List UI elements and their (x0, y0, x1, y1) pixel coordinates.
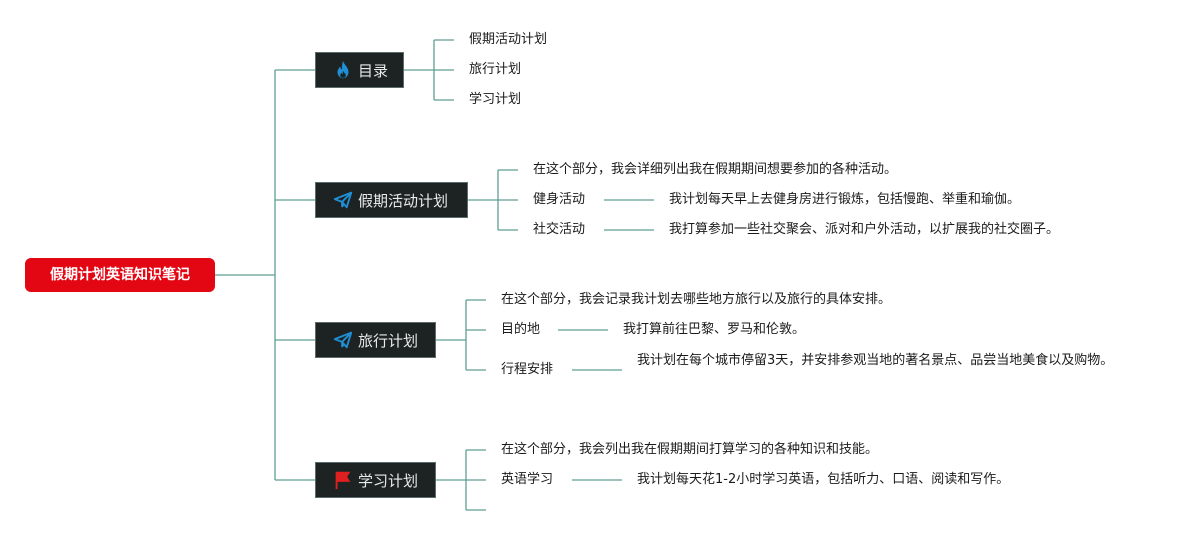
paper-plane-icon (332, 189, 354, 211)
topic-travel-plan[interactable]: 旅行计划 (315, 322, 436, 358)
topic-table-of-contents[interactable]: 目录 (315, 52, 404, 88)
toc-item-study-plan[interactable]: 学习计划 (469, 92, 522, 107)
toc-item-holiday-activities[interactable]: 假期活动计划 (469, 32, 548, 47)
toc-item-travel-plan[interactable]: 旅行计划 (469, 62, 522, 77)
topic-label: 目录 (358, 61, 389, 80)
subtopic-fitness[interactable]: 健身活动 (533, 192, 586, 207)
subtopic-social[interactable]: 社交活动 (533, 222, 586, 237)
flame-icon (332, 59, 354, 81)
topic-label: 假期活动计划 (358, 191, 449, 210)
destination-detail[interactable]: 我打算前往巴黎、罗马和伦敦。 (623, 322, 806, 337)
subtopic-itinerary[interactable]: 行程安排 (501, 362, 554, 377)
subtopic-destination[interactable]: 目的地 (501, 322, 541, 337)
holiday-activities-intro[interactable]: 在这个部分，我会详细列出我在假期期间想要参加的各种活动。 (533, 162, 898, 177)
study-plan-intro[interactable]: 在这个部分，我会列出我在假期期间打算学习的各种知识和技能。 (501, 442, 879, 457)
root-topic[interactable]: 假期计划英语知识笔记 (25, 258, 215, 292)
topic-holiday-activities[interactable]: 假期活动计划 (315, 182, 468, 218)
subtopic-english-study[interactable]: 英语学习 (501, 472, 554, 487)
paper-plane-icon (332, 329, 354, 351)
topic-label: 学习计划 (358, 471, 419, 490)
english-study-detail[interactable]: 我计划每天花1-2小时学习英语，包括听力、口语、阅读和写作。 (637, 472, 1010, 487)
red-flag-icon (332, 469, 354, 491)
itinerary-detail[interactable]: 我计划在每个城市停留3天，并安排参观当地的著名景点、品尝当地美食以及购物。 (637, 353, 1114, 368)
topic-label: 旅行计划 (358, 331, 419, 350)
fitness-detail[interactable]: 我计划每天早上去健身房进行锻炼，包括慢跑、举重和瑜伽。 (669, 192, 1021, 207)
social-detail[interactable]: 我打算参加一些社交聚会、派对和户外活动，以扩展我的社交圈子。 (669, 222, 1060, 237)
topic-study-plan[interactable]: 学习计划 (315, 462, 436, 498)
travel-plan-intro[interactable]: 在这个部分，我会记录我计划去哪些地方旅行以及旅行的具体安排。 (501, 292, 892, 307)
